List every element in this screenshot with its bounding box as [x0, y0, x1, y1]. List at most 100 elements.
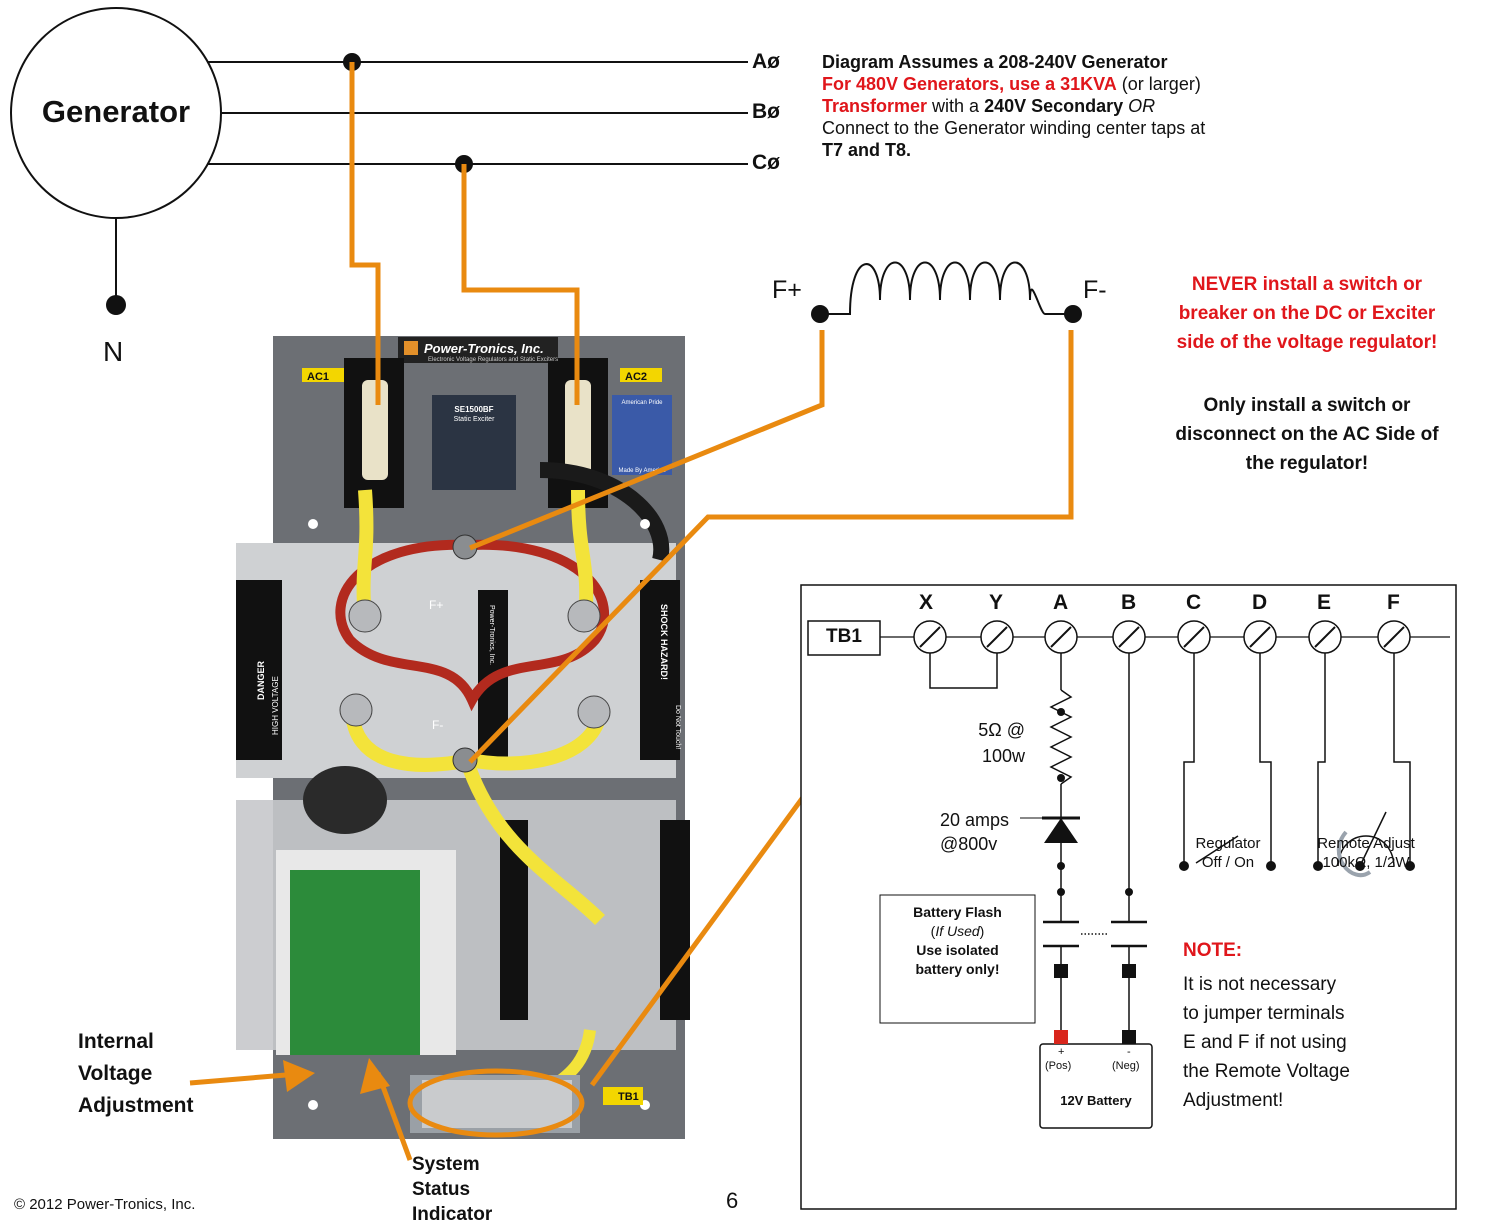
note-or: OR [1123, 96, 1156, 116]
battery-flash-line-3: Use isolated [916, 942, 999, 958]
phase-c-label: Cø [752, 151, 780, 174]
battery-flash-box [879, 894, 1036, 1024]
remote-line-2: 100kΩ, 1/2W [1322, 854, 1410, 871]
copyright: © 2012 Power-Tronics, Inc. [14, 1196, 196, 1213]
resistor-line-2: 100w [981, 746, 1025, 766]
system-line-1: System [412, 1154, 480, 1175]
neutral-label: N [103, 336, 124, 367]
terminal-d: D [1252, 591, 1268, 614]
note-line-3: E and F if not using [1183, 1032, 1347, 1053]
battery-flash-label: Battery Flash (If Used) Use isolated bat… [880, 903, 1035, 979]
page-number: 6 [726, 1188, 739, 1213]
system-line-3: Indicator [412, 1204, 493, 1225]
battery-neg-sign: - [1127, 1046, 1131, 1058]
note-body: It is not necessary to jumper terminals … [1183, 970, 1350, 1115]
note-transformer: Transformer [822, 96, 928, 116]
never-line-2: breaker on the DC or Exciter [1178, 303, 1436, 324]
regulator-label: Regulator Off / On [1173, 834, 1283, 872]
photo-brand-vertical: Power-Tronics, Inc. [488, 605, 495, 665]
diode-line-1: 20 amps [940, 810, 1010, 830]
field-coil [820, 261, 1073, 315]
photo-shock: SHOCK HAZARD! [659, 604, 669, 680]
neutral-dot [106, 295, 126, 315]
note-line-2: to jumper terminals [1183, 1003, 1345, 1024]
remote-adjust-label: Remote Adjust 100kΩ, 1/2W [1296, 834, 1436, 872]
photo-fplus: F+ [429, 598, 443, 612]
only-line-2: disconnect on the AC Side of [1175, 424, 1439, 445]
note-with: with a [927, 96, 985, 116]
note-line-1: It is not necessary [1183, 974, 1337, 995]
terminal-f: F [1387, 591, 1400, 614]
photo-model-sub: Static Exciter [454, 416, 496, 423]
tb1-label-box [807, 620, 881, 656]
never-warning: NEVER install a switch or breaker on the… [1112, 270, 1502, 357]
internal-line-2: Voltage [78, 1062, 153, 1085]
battery-pos-label: (Pos) [1045, 1060, 1072, 1072]
f-minus-dot [1064, 305, 1082, 323]
photo-brand: Power-Tronics, Inc. [424, 341, 544, 356]
terminal-e: E [1317, 591, 1332, 614]
never-line-1: NEVER install a switch or [1191, 274, 1423, 295]
terminal-b: B [1121, 591, 1137, 614]
battery-name: 12V Battery [1060, 1093, 1132, 1108]
battery-neg-label: (Neg) [1112, 1060, 1140, 1072]
f-plus-dot [811, 305, 829, 323]
note-t7-t8: T7 and T8. [822, 140, 912, 160]
photo-danger: DANGER [256, 660, 266, 700]
note-line-5: Adjustment! [1183, 1090, 1284, 1111]
internal-voltage-label: Internal Voltage Adjustment [78, 1026, 194, 1122]
photo-brand-sub: Electronic Voltage Regulators and Static… [428, 357, 558, 363]
internal-line-1: Internal [78, 1030, 154, 1053]
system-status-label: System Status Indicator [412, 1152, 492, 1227]
remote-line-1: Remote Adjust [1317, 835, 1415, 852]
photo-flag-bottom: Made By America [618, 468, 666, 474]
note-line-4: the Remote Voltage [1183, 1061, 1350, 1082]
battery-flash-used: If Used [935, 923, 980, 939]
battery-flash-title: Battery Flash [913, 904, 1002, 920]
diode-line-2: @800v [940, 834, 998, 854]
battery-flash-line-4: battery only! [915, 961, 1000, 977]
tb1-wiring [929, 652, 1411, 1129]
resistor-label: 5Ω @ 100w [955, 717, 1025, 769]
terminal-a: A [1053, 591, 1069, 614]
note-center-taps: Connect to the Generator winding center … [822, 118, 1206, 138]
photo-ac2: AC2 [625, 371, 647, 383]
resistor-line-1: 5Ω @ [978, 720, 1025, 740]
tb1-label: TB1 [826, 626, 862, 647]
battery-pos-sign: + [1058, 1046, 1065, 1058]
terminal-c: C [1186, 591, 1202, 614]
photo-flag-top: American Pride [621, 400, 663, 406]
photo-do-not-touch: Do Not Touch! [674, 705, 681, 749]
photo-ac1: AC1 [307, 371, 329, 383]
photo-model: SE1500BF [454, 405, 493, 414]
photo-fminus: F- [432, 718, 443, 732]
note-assume: Diagram Assumes a 208-240V Generator [822, 52, 1168, 72]
diode-label: 20 amps @800v [940, 808, 1009, 856]
only-line-1: Only install a switch or [1203, 395, 1411, 416]
only-warning: Only install a switch or disconnect on t… [1112, 391, 1502, 478]
voltage-notes: Diagram Assumes a 208-240V Generator For… [822, 51, 1382, 161]
note-title: NOTE: [1183, 940, 1243, 961]
note-480-red: For 480V Generators, use a 31KVA [822, 74, 1117, 94]
note-secondary: 240V Secondary [984, 96, 1124, 116]
terminal-y: Y [989, 591, 1004, 614]
photo-tb1: TB1 [618, 1091, 639, 1103]
only-line-3: the regulator! [1245, 453, 1369, 474]
phase-b-label: Bø [752, 100, 780, 123]
internal-line-3: Adjustment [78, 1094, 194, 1117]
terminal-x: X [919, 591, 934, 614]
generator-label: Generator [41, 94, 191, 129]
phase-a-label: Aø [752, 50, 780, 73]
regulator-line-2: Off / On [1201, 854, 1255, 871]
f-plus-label: F+ [772, 276, 802, 304]
f-minus-label: F- [1083, 276, 1107, 304]
photo-high-voltage: HIGH VOLTAGE [271, 676, 280, 735]
note-480-tail: (or larger) [1116, 74, 1201, 94]
regulator-photo [236, 336, 690, 1139]
never-line-3: side of the voltage regulator! [1176, 332, 1438, 353]
system-line-2: Status [412, 1179, 471, 1200]
orange-connectors [189, 62, 1074, 1161]
regulator-line-1: Regulator [1195, 835, 1261, 852]
tb1-terminals [913, 620, 1411, 654]
